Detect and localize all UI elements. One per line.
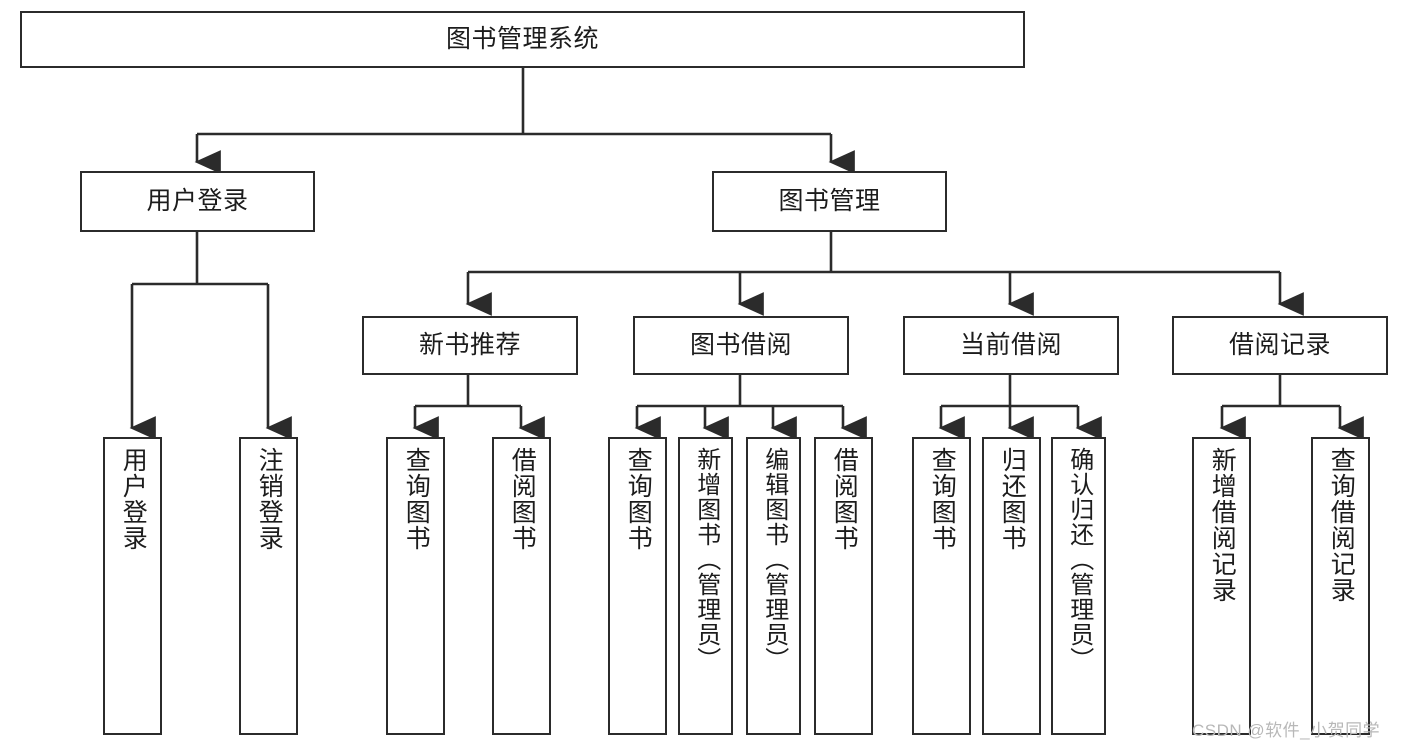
- leaf-logout-login[interactable]: 注销登录: [239, 437, 298, 735]
- node-label: 借阅记录: [1228, 331, 1331, 360]
- leaf-add-borrow-record[interactable]: 新增借阅记录: [1192, 437, 1251, 735]
- node-label: 查询图书: [402, 447, 431, 551]
- leaf-query-book-recommend[interactable]: 查询图书: [386, 437, 445, 735]
- leaf-add-book-admin[interactable]: 新增图书（管理员）: [678, 437, 733, 735]
- leaf-return-book[interactable]: 归还图书: [982, 437, 1041, 735]
- node-label: 编辑图书（管理员）: [760, 447, 788, 672]
- leaf-edit-book-admin[interactable]: 编辑图书（管理员）: [746, 437, 801, 735]
- leaf-user-login[interactable]: 用户登录: [103, 437, 162, 735]
- node-root-book-management-system[interactable]: 图书管理系统: [20, 11, 1025, 68]
- node-label: 当前借阅: [959, 331, 1062, 360]
- node-label: 新增图书（管理员）: [692, 447, 720, 672]
- node-label: 图书管理: [778, 187, 881, 216]
- node-label: 借阅图书: [830, 447, 859, 551]
- node-label: 查询借阅记录: [1327, 447, 1356, 603]
- node-label: 图书管理系统: [445, 25, 599, 54]
- leaf-borrow-book-recommend[interactable]: 借阅图书: [492, 437, 551, 735]
- node-label: 图书借阅: [689, 331, 792, 360]
- leaf-confirm-return-admin[interactable]: 确认归还（管理员）: [1051, 437, 1106, 735]
- node-book-management[interactable]: 图书管理: [712, 171, 947, 232]
- node-label: 借阅图书: [508, 447, 537, 551]
- node-label: 用户登录: [119, 447, 148, 551]
- node-label: 查询图书: [624, 447, 653, 551]
- node-label: 查询图书: [928, 447, 957, 551]
- node-borrow-record[interactable]: 借阅记录: [1172, 316, 1388, 375]
- node-label: 注销登录: [255, 447, 284, 551]
- leaf-query-borrow-record[interactable]: 查询借阅记录: [1311, 437, 1370, 735]
- leaf-borrow-book[interactable]: 借阅图书: [814, 437, 873, 735]
- node-label: 新增借阅记录: [1208, 447, 1237, 603]
- node-label: 确认归还（管理员）: [1065, 447, 1093, 672]
- node-user-login[interactable]: 用户登录: [80, 171, 315, 232]
- node-label: 用户登录: [146, 187, 249, 216]
- node-current-borrow[interactable]: 当前借阅: [903, 316, 1119, 375]
- leaf-query-book-borrow[interactable]: 查询图书: [608, 437, 667, 735]
- node-new-book-recommend[interactable]: 新书推荐: [362, 316, 578, 375]
- node-book-borrow[interactable]: 图书借阅: [633, 316, 849, 375]
- node-label: 归还图书: [998, 447, 1027, 551]
- node-label: 新书推荐: [418, 331, 521, 360]
- csdn-watermark: CSDN @软件_小贺同学: [1192, 721, 1381, 740]
- leaf-query-book-current[interactable]: 查询图书: [912, 437, 971, 735]
